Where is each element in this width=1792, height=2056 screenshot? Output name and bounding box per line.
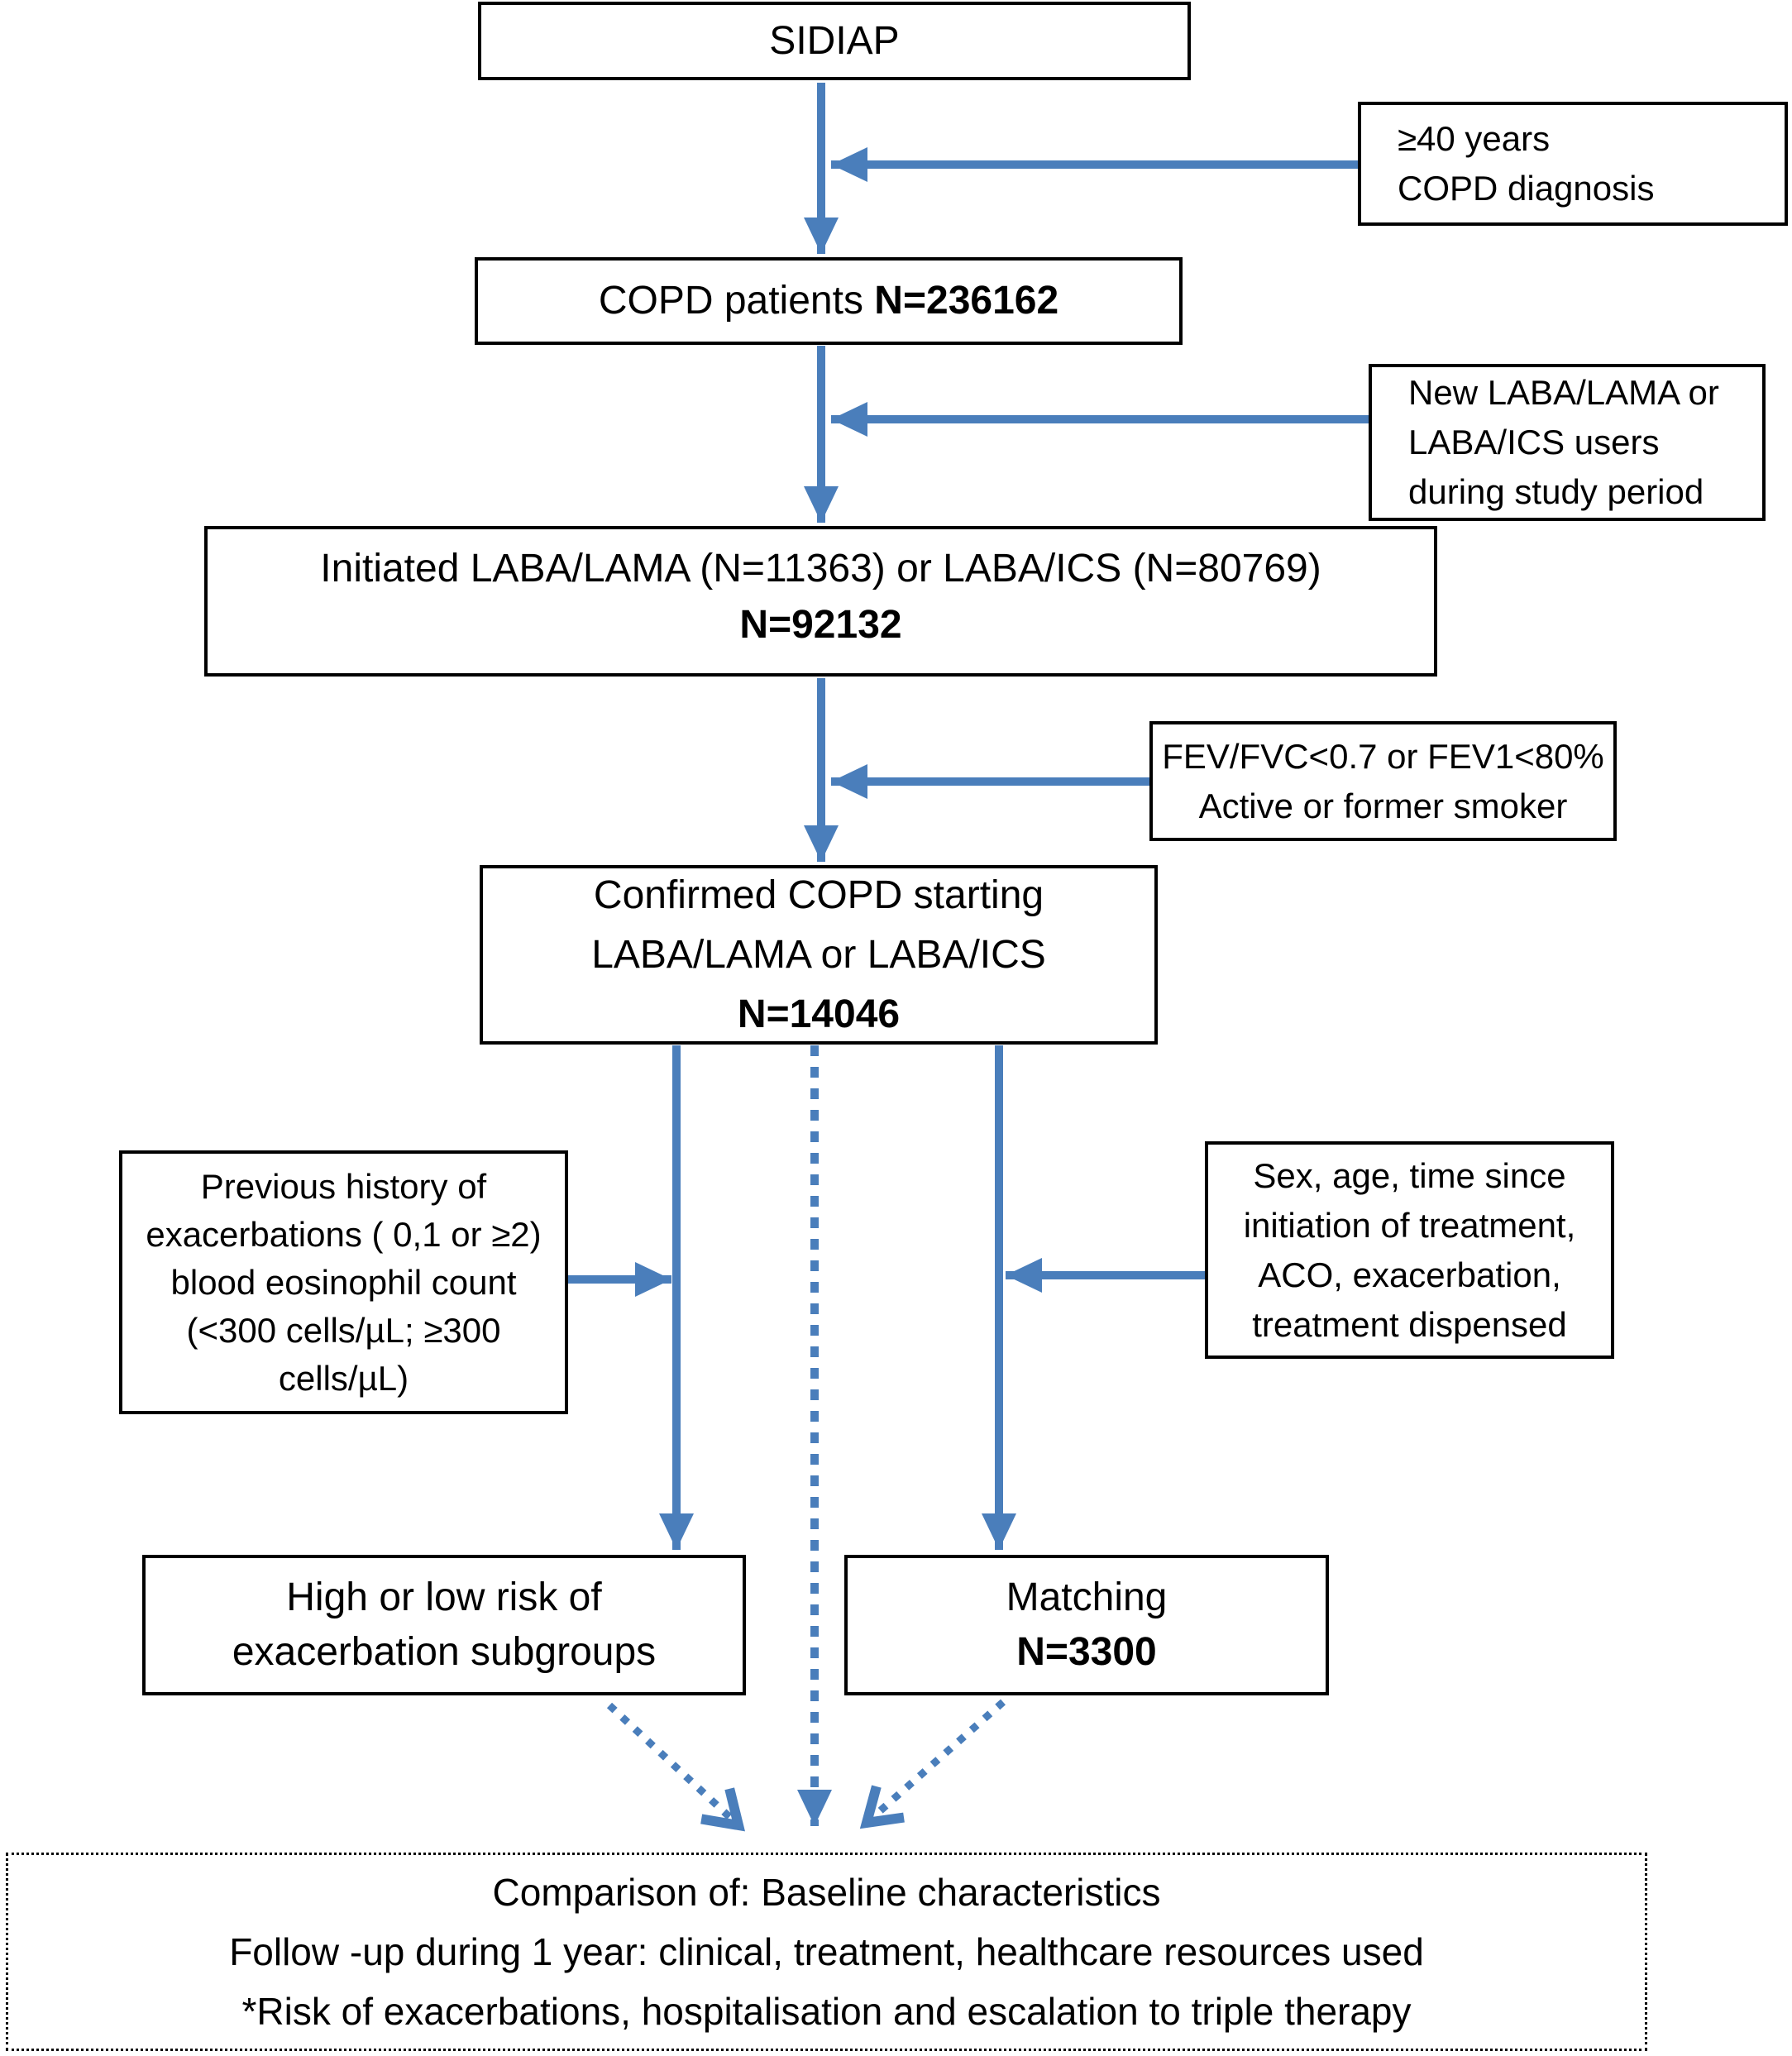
box-copd-patients: COPD patients N=236162 xyxy=(475,257,1183,345)
initiated-line: Initiated LABA/LAMA (N=11363) or LABA/IC… xyxy=(320,547,1321,591)
age-criteria-line: ≥40 years xyxy=(1398,119,1551,158)
initiated-count: N=92132 xyxy=(739,603,902,647)
matching-label: Matching xyxy=(1006,1575,1168,1619)
box-age-criteria: ≥40 years COPD diagnosis xyxy=(1358,102,1788,226)
box-high-low-risk: High or low risk of exacerbation subgrou… xyxy=(142,1555,746,1695)
box-history-criteria: Previous history of exacerbations ( 0,1 … xyxy=(119,1150,568,1414)
confirmed-line: Confirmed COPD starting xyxy=(593,873,1044,917)
box-newusers-criteria: New LABA/LAMA or LABA/ICS users during s… xyxy=(1369,364,1766,521)
box-matching-criteria: Sex, age, time since initiation of treat… xyxy=(1205,1141,1614,1359)
matching-criteria-line: treatment dispensed xyxy=(1252,1304,1567,1344)
comparison-line: *Risk of exacerbations, hospitalisation … xyxy=(241,1990,1412,2033)
box-fev-criteria: FEV/FVC<0.7 or FEV1<80% Active or former… xyxy=(1149,721,1617,841)
confirmed-count: N=14046 xyxy=(737,992,901,1036)
matching-criteria-line: Sex, age, time since xyxy=(1253,1155,1566,1195)
copd-patients-line: COPD patients N=236162 xyxy=(599,273,1058,329)
history-criteria-line: cells/µL) xyxy=(278,1358,409,1398)
history-criteria-line: exacerbations ( 0,1 or ≥2) xyxy=(146,1214,542,1254)
high-low-line: High or low risk of xyxy=(286,1575,602,1619)
copd-patients-count: N=236162 xyxy=(874,279,1059,323)
age-criteria-line: COPD diagnosis xyxy=(1398,169,1655,208)
newusers-criteria-line: New LABA/LAMA or xyxy=(1408,373,1719,412)
high-low-line: exacerbation subgroups xyxy=(232,1630,657,1674)
history-criteria-line: blood eosinophil count xyxy=(170,1262,517,1302)
fev-criteria-line: Active or former smoker xyxy=(1198,786,1568,825)
fev-criteria-line: FEV/FVC<0.7 or FEV1<80% xyxy=(1162,736,1604,776)
newusers-criteria-line: LABA/ICS users xyxy=(1408,423,1660,461)
arrow-highlow-to-comparison-dotted xyxy=(606,1702,745,1832)
comparison-line: Follow -up during 1 year: clinical, trea… xyxy=(229,1930,1424,1973)
copd-patients-label: COPD patients xyxy=(598,279,863,323)
arrow-matching-to-comparison-dotted xyxy=(859,1699,1006,1829)
matching-criteria-line: ACO, exacerbation, xyxy=(1258,1255,1561,1294)
box-sidiap: SIDIAP xyxy=(478,2,1191,80)
box-comparison: Comparison of: Baseline characteristics … xyxy=(6,1853,1647,2051)
newusers-criteria-line: during study period xyxy=(1408,472,1704,511)
sidiap-label: SIDIAP xyxy=(769,18,900,63)
matching-count: N=3300 xyxy=(1016,1630,1157,1674)
box-confirmed: Confirmed COPD starting LABA/LAMA or LAB… xyxy=(480,865,1158,1045)
history-criteria-line: (<300 cells/µL; ≥300 xyxy=(186,1310,501,1350)
confirmed-line: LABA/LAMA or LABA/ICS xyxy=(591,932,1046,977)
box-initiated: Initiated LABA/LAMA (N=11363) or LABA/IC… xyxy=(204,526,1437,677)
comparison-line: Comparison of: Baseline characteristics xyxy=(492,1871,1161,1914)
matching-criteria-line: initiation of treatment, xyxy=(1243,1205,1576,1245)
history-criteria-line: Previous history of xyxy=(200,1166,487,1206)
box-matching: Matching N=3300 xyxy=(844,1555,1329,1695)
